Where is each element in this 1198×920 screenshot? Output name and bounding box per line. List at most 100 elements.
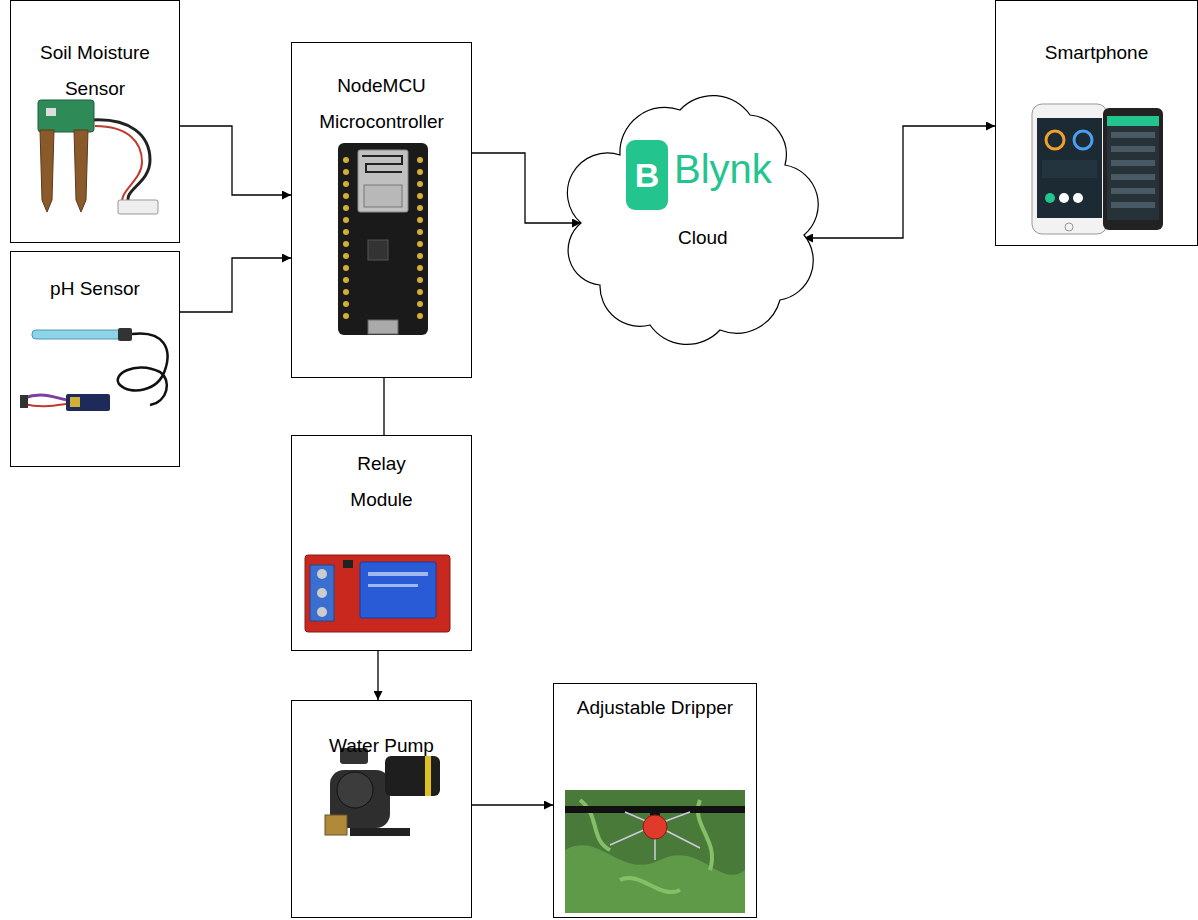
illustration-shape bbox=[417, 205, 423, 211]
nodemcu-picture bbox=[338, 143, 428, 335]
illustration-shape bbox=[24, 404, 66, 406]
illustration-shape bbox=[66, 394, 110, 411]
dripper-picture bbox=[565, 790, 745, 913]
illustration-shape bbox=[1073, 193, 1083, 203]
illustration-shape bbox=[1111, 174, 1155, 180]
illustration-shape bbox=[360, 562, 436, 618]
illustration-shape bbox=[1074, 131, 1092, 149]
connector-arrow bbox=[377, 651, 378, 700]
illustration-shape bbox=[343, 289, 349, 295]
connector-arrow bbox=[180, 258, 291, 312]
illustration-shape bbox=[118, 333, 168, 405]
illustration-shape bbox=[24, 395, 66, 400]
illustration-shape bbox=[643, 815, 667, 839]
illustration-shape bbox=[317, 588, 327, 598]
cloud-outline bbox=[580, 85, 805, 345]
cloud-shape: BlynkCloud bbox=[580, 85, 805, 345]
illustration-shape bbox=[417, 253, 423, 259]
illustration-shape bbox=[317, 569, 327, 579]
illustration-shape bbox=[1046, 131, 1064, 149]
illustration-shape bbox=[1111, 188, 1155, 194]
illustration-shape bbox=[343, 181, 349, 187]
illustration-shape bbox=[580, 800, 712, 892]
illustration-shape bbox=[368, 584, 418, 587]
illustration-shape bbox=[425, 756, 431, 796]
illustration-shape bbox=[385, 756, 440, 796]
connector-arrow bbox=[804, 126, 995, 238]
illustration-shape bbox=[1111, 202, 1155, 208]
illustration-shape bbox=[317, 607, 327, 617]
illustration-shape bbox=[343, 169, 349, 175]
illustration-shape bbox=[343, 157, 349, 163]
illustration-shape bbox=[1032, 104, 1107, 234]
illustration-shape bbox=[46, 108, 56, 116]
illustration-shape bbox=[417, 241, 423, 247]
illustration-shape bbox=[417, 265, 423, 271]
illustration-shape bbox=[1107, 116, 1159, 220]
node-subtitle: Cloud bbox=[678, 228, 728, 249]
illustration-shape bbox=[118, 200, 158, 214]
logo-letter: B bbox=[626, 140, 668, 210]
illustration-shape bbox=[350, 828, 410, 836]
cloud-outline-path bbox=[567, 96, 818, 345]
illustration-shape bbox=[343, 265, 349, 271]
illustration-shape bbox=[368, 572, 428, 576]
illustration-shape bbox=[417, 157, 423, 163]
illustration-shape bbox=[343, 277, 349, 283]
illustration-shape bbox=[1059, 193, 1069, 203]
illustration-shape bbox=[417, 217, 423, 223]
illustration-shape bbox=[70, 397, 80, 407]
illustration-shape bbox=[610, 812, 700, 860]
soil-sensor-picture bbox=[38, 100, 158, 214]
controller-box: NodeMCU Microcontroller bbox=[291, 42, 472, 378]
dripper-box: Adjustable Dripper bbox=[553, 683, 757, 918]
illustration-shape bbox=[343, 560, 353, 568]
illustration-shape bbox=[325, 815, 347, 835]
water-pump-picture bbox=[325, 748, 440, 836]
device-box: Smartphone bbox=[995, 0, 1198, 246]
illustration-shape bbox=[338, 143, 428, 335]
illustration-shape bbox=[1111, 146, 1155, 152]
node-title: NodeMCU Microcontroller bbox=[307, 68, 457, 140]
connector-arrow bbox=[383, 378, 384, 435]
illustration-shape bbox=[40, 130, 54, 212]
node-title: Blynk bbox=[674, 147, 772, 191]
illustration-shape bbox=[118, 328, 132, 341]
ph-sensor-picture bbox=[20, 328, 167, 411]
illustration-shape bbox=[362, 156, 402, 172]
illustration-shape bbox=[1042, 160, 1097, 178]
illustration-shape bbox=[1037, 118, 1102, 218]
illustration-shape bbox=[417, 181, 423, 187]
illustration-shape bbox=[1103, 108, 1163, 230]
illustration-shape bbox=[343, 253, 349, 259]
illustration-shape bbox=[417, 169, 423, 175]
illustration-shape bbox=[417, 193, 423, 199]
illustration-shape bbox=[364, 185, 402, 207]
illustration-shape bbox=[417, 301, 423, 307]
illustration-shape bbox=[1107, 116, 1159, 126]
node-title: Relay Module bbox=[337, 446, 427, 518]
illustration-shape bbox=[343, 217, 349, 223]
smartphone-picture bbox=[1032, 104, 1163, 234]
sensor-box: pH Sensor bbox=[10, 251, 180, 467]
illustration-shape bbox=[343, 157, 423, 319]
illustration-shape bbox=[305, 555, 450, 632]
node-title: Adjustable Dripper bbox=[557, 690, 753, 726]
node-title: Water Pump bbox=[297, 728, 467, 764]
connector-arrow bbox=[472, 153, 581, 223]
connector-arrow bbox=[180, 126, 291, 195]
illustration-shape bbox=[368, 320, 398, 334]
illustration-shape bbox=[1111, 132, 1155, 138]
illustration-shape bbox=[38, 100, 94, 132]
node-title: Smartphone bbox=[1002, 35, 1192, 71]
node-title: Soil Moisture Sensor bbox=[25, 35, 165, 107]
sensor-box: Soil Moisture Sensor bbox=[10, 0, 180, 243]
relay-picture bbox=[305, 555, 450, 632]
illustration-shape bbox=[1065, 223, 1073, 231]
illustration-shape bbox=[310, 565, 334, 621]
illustration-shape bbox=[20, 395, 28, 408]
illustration-shape bbox=[343, 241, 349, 247]
illustration-shape bbox=[95, 126, 142, 207]
illustration-shape bbox=[368, 240, 388, 260]
